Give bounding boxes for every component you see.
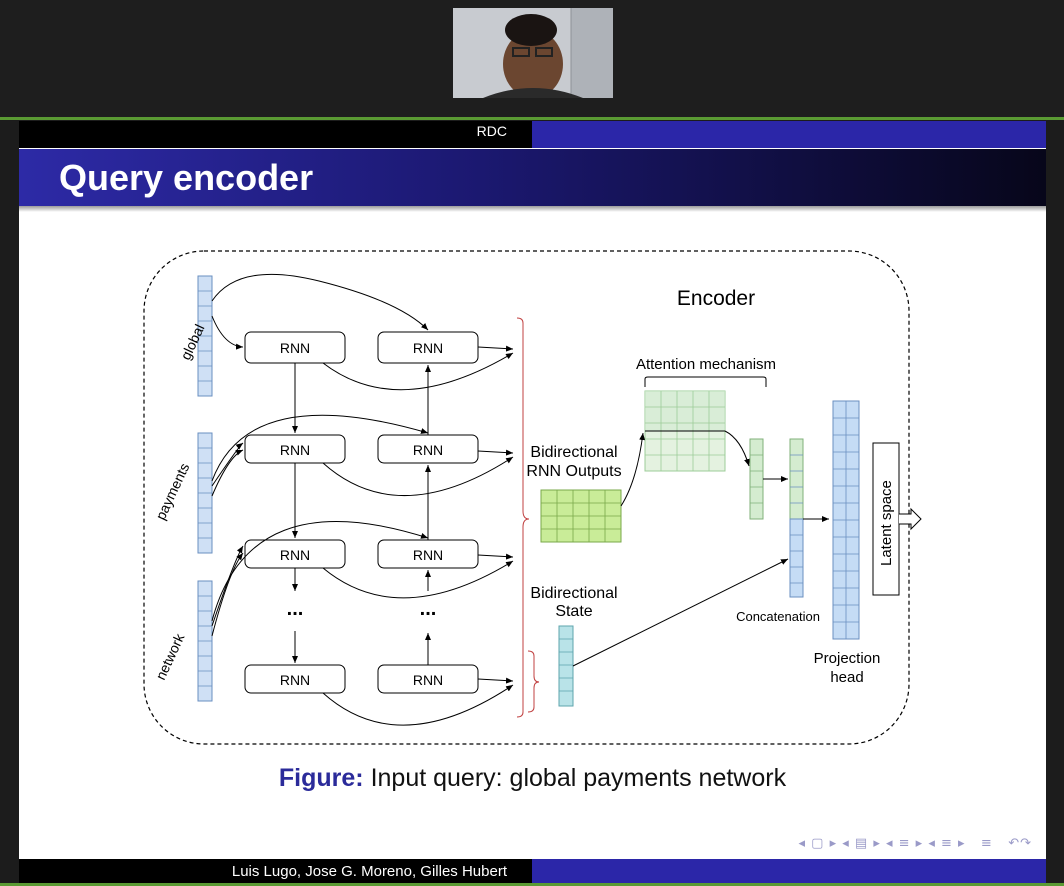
input-vector-payments [197, 432, 213, 554]
svg-text:RNN: RNN [413, 442, 443, 458]
bi-rnn-outputs-matrix [540, 489, 622, 543]
footer-right-band [532, 859, 1046, 883]
participant-webcam-video[interactable] [453, 8, 613, 98]
header-left-band [19, 121, 532, 148]
svg-text:RNN: RNN [413, 672, 443, 688]
bi-state-label-1: Bidirectional [530, 585, 617, 602]
svg-text:RNN: RNN [413, 547, 443, 563]
figure-caption-text: Input query: global payments network [370, 764, 787, 792]
svg-text:RNN: RNN [413, 340, 443, 356]
projection-label-2: head [830, 669, 863, 686]
projection-head-vector [832, 400, 860, 640]
rnn-box-forward-3: RNN [244, 539, 346, 569]
projection-label-1: Projection [814, 650, 881, 667]
ellipsis-forward: ... [287, 598, 304, 620]
bi-rnn-outputs-label-1: Bidirectional [530, 444, 617, 461]
input-vector-network [197, 580, 213, 702]
latent-space-label: Latent space [878, 480, 895, 566]
encoder-boundary [143, 250, 910, 745]
footer-authors: Luis Lugo, Jose G. Moreno, Gilles Hubert [231, 863, 507, 880]
concatenation-vector [789, 438, 804, 598]
figure-caption-label: Figure: [278, 764, 364, 792]
attention-matrix [644, 390, 726, 472]
svg-text:RNN: RNN [280, 442, 310, 458]
context-vector [749, 438, 764, 520]
svg-text:RNN: RNN [280, 672, 310, 688]
video-call-top-bar [0, 0, 1064, 118]
slide-title-bar [19, 149, 1046, 206]
footer-left-band [19, 859, 532, 883]
figure-caption: Figure: Input query: global payments net… [19, 764, 1046, 793]
slide-title: Query encoder [59, 157, 314, 198]
input-label-network: network [152, 630, 188, 682]
rnn-box-forward-1: RNN [244, 331, 346, 364]
header-right-band [532, 121, 1046, 148]
webcam-person-icon [453, 8, 613, 98]
input-vector-global [197, 275, 213, 397]
presentation-slide: RDC Query encoder Encoder global payment… [19, 121, 1046, 883]
concatenation-label: Concatenation [736, 609, 820, 624]
svg-text:RNN: RNN [280, 547, 310, 563]
rnn-box-backward-1: RNN [377, 331, 479, 364]
top-divider-line [0, 117, 1064, 120]
bi-state-vector [558, 625, 574, 707]
outputs-bracket [516, 317, 530, 718]
rnn-box-backward-2: RNN [377, 434, 479, 464]
rnn-box-backward-3: RNN [377, 539, 479, 569]
bottom-divider-line [0, 883, 1064, 886]
rnn-box-forward-4: RNN [244, 664, 346, 694]
latent-output-arrow [899, 507, 922, 531]
attention-bracket [644, 376, 767, 387]
header-short-title: RDC [476, 123, 507, 139]
bi-rnn-outputs-label-2: RNN Outputs [526, 463, 621, 480]
bi-state-label-2: State [555, 603, 592, 620]
state-bracket [527, 650, 540, 713]
attention-label: Attention mechanism [636, 356, 776, 373]
input-label-payments: payments [152, 460, 192, 522]
rnn-box-backward-4: RNN [377, 664, 479, 694]
encoder-label: Encoder [677, 287, 755, 310]
svg-text:RNN: RNN [280, 340, 310, 356]
beamer-navigation-symbols[interactable]: ◂ ▢ ▸ ◂ ▤ ▸ ◂ ≡ ▸ ◂ ≡ ▸ ≡ ↶↷ [798, 836, 1032, 851]
encoder-diagram: Encoder global payments network RNN RNN … [143, 250, 922, 745]
output-arrows [322, 345, 514, 726]
title-shadow [19, 206, 1046, 212]
latent-space-box [872, 442, 900, 596]
ellipsis-backward: ... [420, 598, 437, 620]
input-connection-arrows [211, 273, 429, 637]
rnn-box-forward-2: RNN [244, 434, 346, 464]
